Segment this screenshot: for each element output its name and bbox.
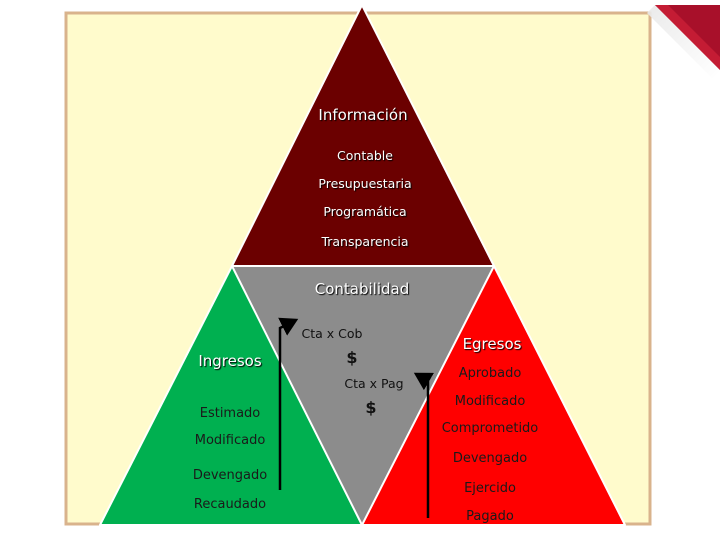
cta-cob-label: Cta x Cob bbox=[301, 326, 363, 341]
ingresos-item-recaudado: Recaudado bbox=[193, 497, 267, 512]
top-item-transparencia: Transparencia bbox=[321, 234, 409, 249]
egresos-item-devengado: Devengado bbox=[452, 451, 528, 466]
top-item-programatica: Programática bbox=[323, 204, 407, 219]
ingresos-item-estimado: Estimado bbox=[199, 406, 261, 421]
top-triangle bbox=[231, 4, 495, 267]
arrow-cta-pag-connector bbox=[413, 372, 434, 518]
egresos-item-comprometido: Comprometido bbox=[441, 421, 539, 436]
egresos-item-ejercido: Ejercido bbox=[464, 481, 516, 496]
cta-pag-label: Cta x Pag bbox=[344, 376, 404, 391]
center-title: Contabilidad bbox=[314, 280, 410, 298]
egresos-item-modificado: Modificado bbox=[454, 394, 526, 409]
left-triangle bbox=[99, 265, 363, 526]
egresos-item-pagado: Pagado bbox=[466, 509, 514, 524]
arrow-cta-cob-connector bbox=[278, 317, 299, 490]
ingresos-item-devengado: Devengado bbox=[192, 468, 268, 483]
top-title: Información bbox=[318, 106, 408, 124]
corner-ribbon-icon bbox=[647, 5, 720, 78]
dollar-pag: $ bbox=[365, 398, 377, 417]
top-item-contable: Contable bbox=[337, 148, 393, 163]
top-item-presupuestaria: Presupuestaria bbox=[318, 176, 412, 191]
dollar-cob: $ bbox=[346, 348, 358, 367]
ingresos-title: Ingresos bbox=[198, 352, 262, 370]
egresos-item-aprobado: Aprobado bbox=[458, 366, 522, 381]
egresos-title: Egresos bbox=[462, 335, 522, 353]
ingresos-item-modificado: Modificado bbox=[194, 433, 266, 448]
